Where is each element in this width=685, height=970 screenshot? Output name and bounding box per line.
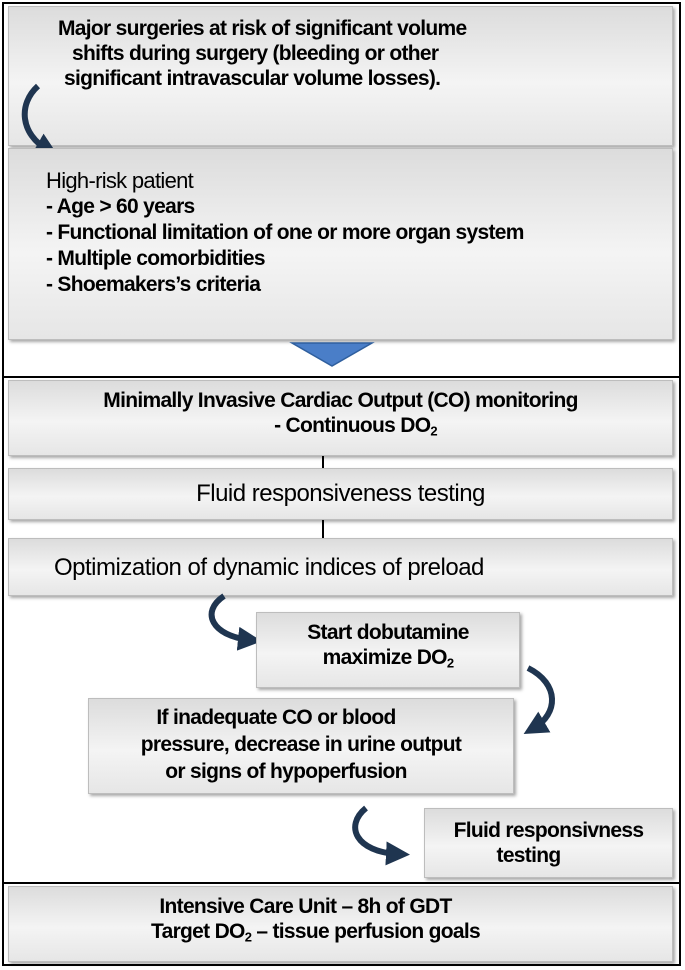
co-monitoring-line-2-sub: 2: [430, 423, 437, 439]
dobutamine-line-2-sub: 2: [446, 655, 454, 671]
major-surgeries-text: Major surgeries at risk of significant v…: [58, 16, 467, 91]
inadequate-co-line-3: or signs of hypoperfusion: [165, 760, 407, 783]
icu-line-1: Intensive Care Unit – 8h of GDT: [159, 895, 452, 918]
preload-optimization-text: Optimization of dynamic indices of prelo…: [54, 554, 484, 581]
dobutamine-text: Start dobutamine maximize DO2: [256, 620, 520, 670]
high-risk-item-4: - Shoemakers’s criteria: [46, 273, 261, 296]
co-monitoring-line-1: Minimally Invasive Cardiac Output (CO) m…: [103, 389, 578, 412]
dobutamine-box: [256, 612, 520, 688]
co-monitoring-line-2-prefix: - Continuous DO: [274, 414, 431, 437]
preload-optimization-box: [8, 538, 673, 596]
high-risk-item-3: - Multiple comorbidities: [46, 247, 266, 270]
co-monitoring-line-2: - Continuous DO2: [8, 413, 673, 438]
icu-line-2-suffix: – tissue perfusion goals: [251, 920, 480, 943]
high-risk-item-1: - Age > 60 years: [46, 195, 195, 218]
icu-text: Intensive Care Unit – 8h of GDT Target D…: [8, 894, 673, 944]
dobutamine-line-2: maximize DO2: [256, 645, 520, 670]
section-divider-top: [4, 376, 679, 378]
fluid-retest-line-1: Fluid responsivness: [453, 819, 644, 842]
fluid-retest-box: [424, 808, 673, 878]
icu-line-2-prefix: Target DO: [151, 920, 245, 943]
inadequate-co-text: If inadequate CO or blood pressure, decr…: [88, 704, 514, 785]
high-risk-title: High-risk patient: [46, 168, 194, 193]
icu-line-2-sub: 2: [244, 929, 252, 945]
co-monitoring-text: Minimally Invasive Cardiac Output (CO) m…: [8, 388, 673, 438]
connector-line-1: [322, 456, 324, 468]
high-risk-item-2: - Functional limitation of one or more o…: [46, 221, 524, 244]
section-divider-bottom: [4, 882, 679, 884]
fluid-responsiveness-text: Fluid responsiveness testing: [196, 480, 485, 507]
fluid-responsiveness-box: [8, 468, 673, 520]
fluid-retest-text: Fluid responsivness testing: [424, 818, 673, 868]
icu-box: [8, 886, 673, 962]
inadequate-co-line-1: If inadequate CO or blood: [156, 706, 396, 729]
major-surgeries-line-3: significant intravascular volume losses)…: [64, 67, 441, 90]
high-risk-patient-text: High-risk patient - Age > 60 years - Fun…: [46, 168, 524, 298]
dobutamine-line-2-prefix: maximize DO: [322, 646, 448, 669]
major-surgeries-line-1: Major surgeries at risk of significant v…: [58, 17, 467, 40]
major-surgeries-line-2: shifts during surgery (bleeding or other: [72, 42, 439, 65]
high-risk-patient-box: [8, 148, 673, 340]
inadequate-co-box: [88, 698, 514, 794]
fluid-retest-line-2: testing: [496, 844, 562, 867]
icu-line-2: Target DO2 – tissue perfusion goals: [8, 919, 673, 944]
connector-line-2: [322, 520, 324, 538]
major-surgeries-box: [8, 6, 673, 146]
inadequate-co-line-2: pressure, decrease in urine output: [140, 733, 462, 756]
co-monitoring-box: [8, 380, 673, 456]
dobutamine-line-1: Start dobutamine: [307, 621, 469, 644]
